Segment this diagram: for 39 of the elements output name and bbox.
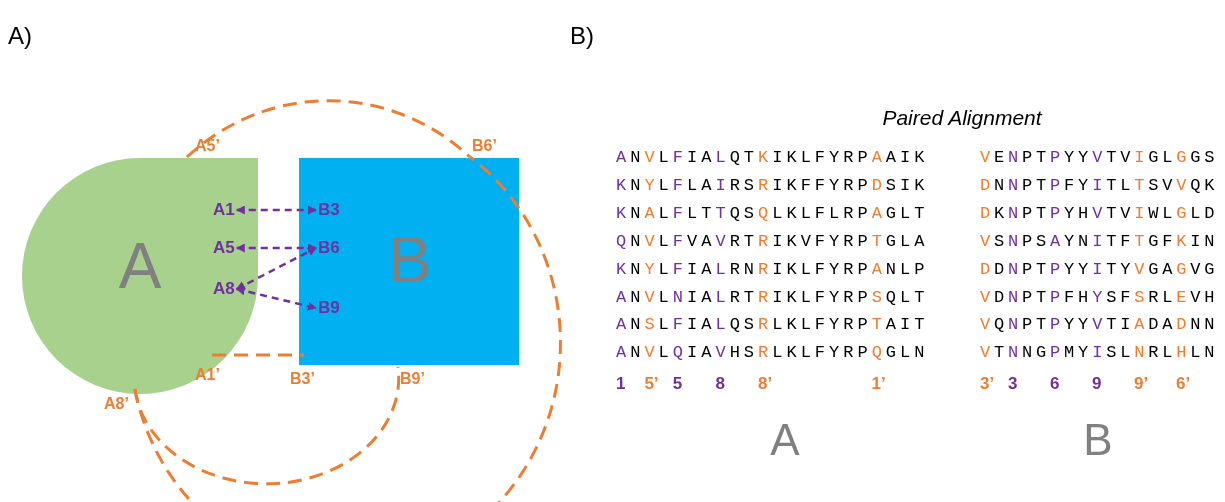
position-number: 1 (616, 374, 626, 394)
sequence-group-label: B (1083, 417, 1113, 463)
residue-label: A1’ (195, 366, 220, 384)
position-number: 8’ (758, 374, 773, 394)
alignment-title: Paired Alignment (882, 106, 1042, 130)
residue-label: B6’ (472, 137, 497, 155)
connector-line (186, 99, 471, 159)
residue-label: A5 (213, 238, 235, 258)
residue-label: B3 (318, 200, 340, 220)
position-number: 9 (1092, 374, 1102, 394)
position-number: 3’ (980, 374, 995, 394)
residue-label: A8’ (104, 395, 129, 413)
panel-label: A) (8, 22, 32, 50)
position-number: 5’ (644, 374, 659, 394)
region-label: A (118, 234, 162, 298)
connector-line (133, 366, 401, 486)
double-arrow (235, 246, 317, 291)
residue-label: B6 (318, 238, 340, 258)
residue-label: B9 (318, 298, 340, 318)
region-label: B (388, 228, 432, 292)
position-number: 9’ (1134, 374, 1149, 394)
residue-label: A8 (213, 279, 235, 299)
region-shape (22, 158, 258, 394)
double-arrow (235, 205, 317, 215)
position-number: 5 (672, 374, 683, 394)
residue-label: A1 (213, 200, 235, 220)
residue-label: A5’ (195, 137, 220, 155)
position-number: 3 (1008, 374, 1018, 394)
region-shape (299, 158, 519, 365)
double-arrow (235, 286, 317, 311)
double-arrow (235, 243, 317, 253)
residue-label: B9’ (400, 370, 425, 388)
position-number: 6 (1050, 374, 1060, 394)
panel-label: B) (570, 22, 594, 50)
position-number: 6’ (1176, 374, 1191, 394)
sequence-group-label: A (770, 417, 800, 463)
position-number: 1’ (871, 374, 886, 394)
residue-label: B3’ (290, 370, 315, 388)
position-number: 8 (715, 374, 725, 394)
